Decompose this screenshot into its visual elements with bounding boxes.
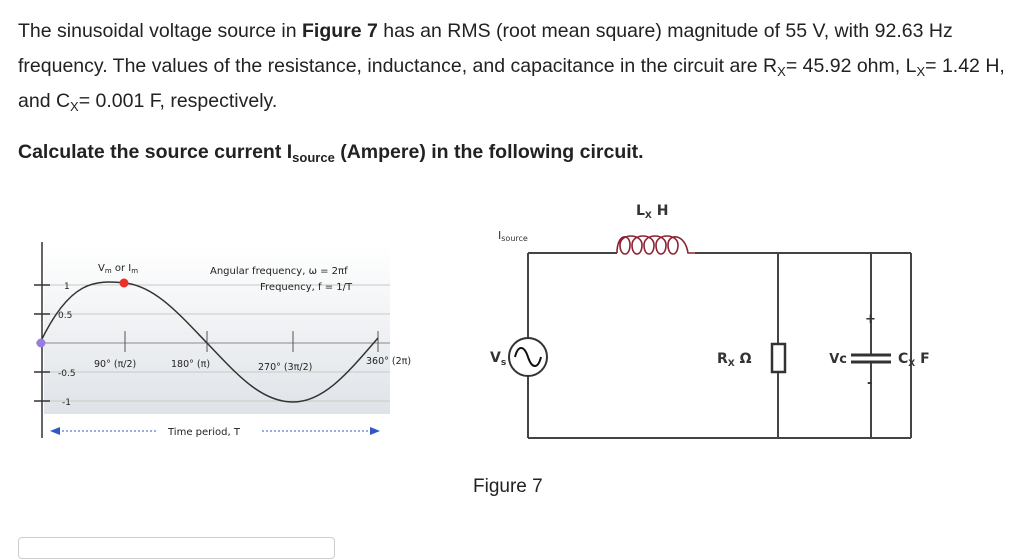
capacitor-label-sub: X xyxy=(908,359,915,369)
period-label-box xyxy=(158,420,260,442)
inductance-subscript: X xyxy=(916,64,926,79)
sine-wave-figure: Time period, T Vm or Im Angular frequenc… xyxy=(34,242,411,442)
question-prompt: Calculate the source current Isource (Am… xyxy=(18,141,644,164)
resistor xyxy=(770,342,787,374)
inductor-label-l: L xyxy=(636,203,645,219)
sine-symbol xyxy=(514,347,542,367)
isource-label: Isource xyxy=(498,229,528,243)
x-label-90: 90° (π/2) xyxy=(94,359,136,370)
inductor-label-sub: X xyxy=(645,211,652,221)
angular-frequency-label: Angular frequency, ω = 2πf xyxy=(210,266,348,277)
vs-label-sub: s xyxy=(501,358,506,368)
y-label-vm: Vm or Im xyxy=(98,263,138,275)
capacitor-label-unit: F xyxy=(915,351,929,367)
circuit-diagram: LX H Isource Vs RX Ω + - Vc CX F Figure … xyxy=(473,203,930,497)
question-suffix: (Ampere) in the following circuit. xyxy=(334,141,644,163)
vs-label-v: V xyxy=(490,350,501,366)
period-label: Time period, T xyxy=(167,427,241,438)
problem-text-2: has an RMS (root mean square) magnitude … xyxy=(18,20,953,77)
tick-label-1: 1 xyxy=(64,282,70,292)
capacitance-symbol: C xyxy=(55,90,71,112)
y-label-i-sub: m xyxy=(131,267,138,275)
tick-label-m05: -0.5 xyxy=(58,369,76,379)
inductance-value: = 1.42 H, and xyxy=(18,55,1005,112)
problem-statement: The sinusoidal voltage source in Figure … xyxy=(18,14,1013,119)
answer-input[interactable] xyxy=(18,537,335,559)
period-arrowhead-left xyxy=(50,427,60,435)
frequency-label: Frequency, f = 1/T xyxy=(260,282,353,293)
tick-label-m1: -1 xyxy=(62,398,71,408)
resistance-subscript: X xyxy=(777,64,786,79)
inductor-coil xyxy=(616,235,695,255)
vc-label: Vc xyxy=(829,352,847,367)
figure-caption: Figure 7 xyxy=(473,476,543,497)
x-label-360: 360° (2π) xyxy=(366,356,411,367)
figure-reference: Figure 7 xyxy=(302,20,378,42)
resistance-value: = 45.92 ohm, xyxy=(785,55,906,77)
y-label-or: or I xyxy=(112,263,132,274)
resistor-label-sub: X xyxy=(728,359,735,369)
sine-curve xyxy=(39,281,379,403)
resistor-label-unit: Ω xyxy=(735,351,752,367)
question-prefix: Calculate the source current I xyxy=(18,141,293,163)
isource-label-i: I xyxy=(498,229,501,242)
isource-label-sub: source xyxy=(501,234,528,243)
origin-marker xyxy=(36,338,46,348)
question-subscript: source xyxy=(292,150,335,165)
x-label-270: 270° (3π/2) xyxy=(258,362,312,373)
peak-marker xyxy=(119,278,129,288)
tick-label-05: 0.5 xyxy=(58,311,72,321)
plus-sign: + xyxy=(865,312,876,327)
capacitance-subscript: X xyxy=(70,99,79,114)
minus-sign: - xyxy=(867,376,872,391)
problem-text-1: The sinusoidal voltage source in xyxy=(18,20,302,42)
capacitance-value: = 0.001 F, respectively. xyxy=(78,90,278,112)
x-label-180: 180° (π) xyxy=(171,359,210,370)
capacitor-label: CX F xyxy=(898,351,930,369)
resistor-label-r: R xyxy=(717,351,728,367)
period-arrowhead-right xyxy=(370,427,380,435)
y-label-v: V xyxy=(98,263,105,274)
inductance-symbol: L xyxy=(905,55,917,77)
capacitor-label-c: C xyxy=(898,351,908,367)
inductor-label: LX H xyxy=(636,203,668,221)
y-label-v-sub: m xyxy=(105,267,112,275)
resistor-label: RX Ω xyxy=(717,351,752,369)
resistance-symbol: R xyxy=(763,55,778,77)
vs-label: Vs xyxy=(490,350,506,368)
inductor-label-unit: H xyxy=(652,203,669,219)
